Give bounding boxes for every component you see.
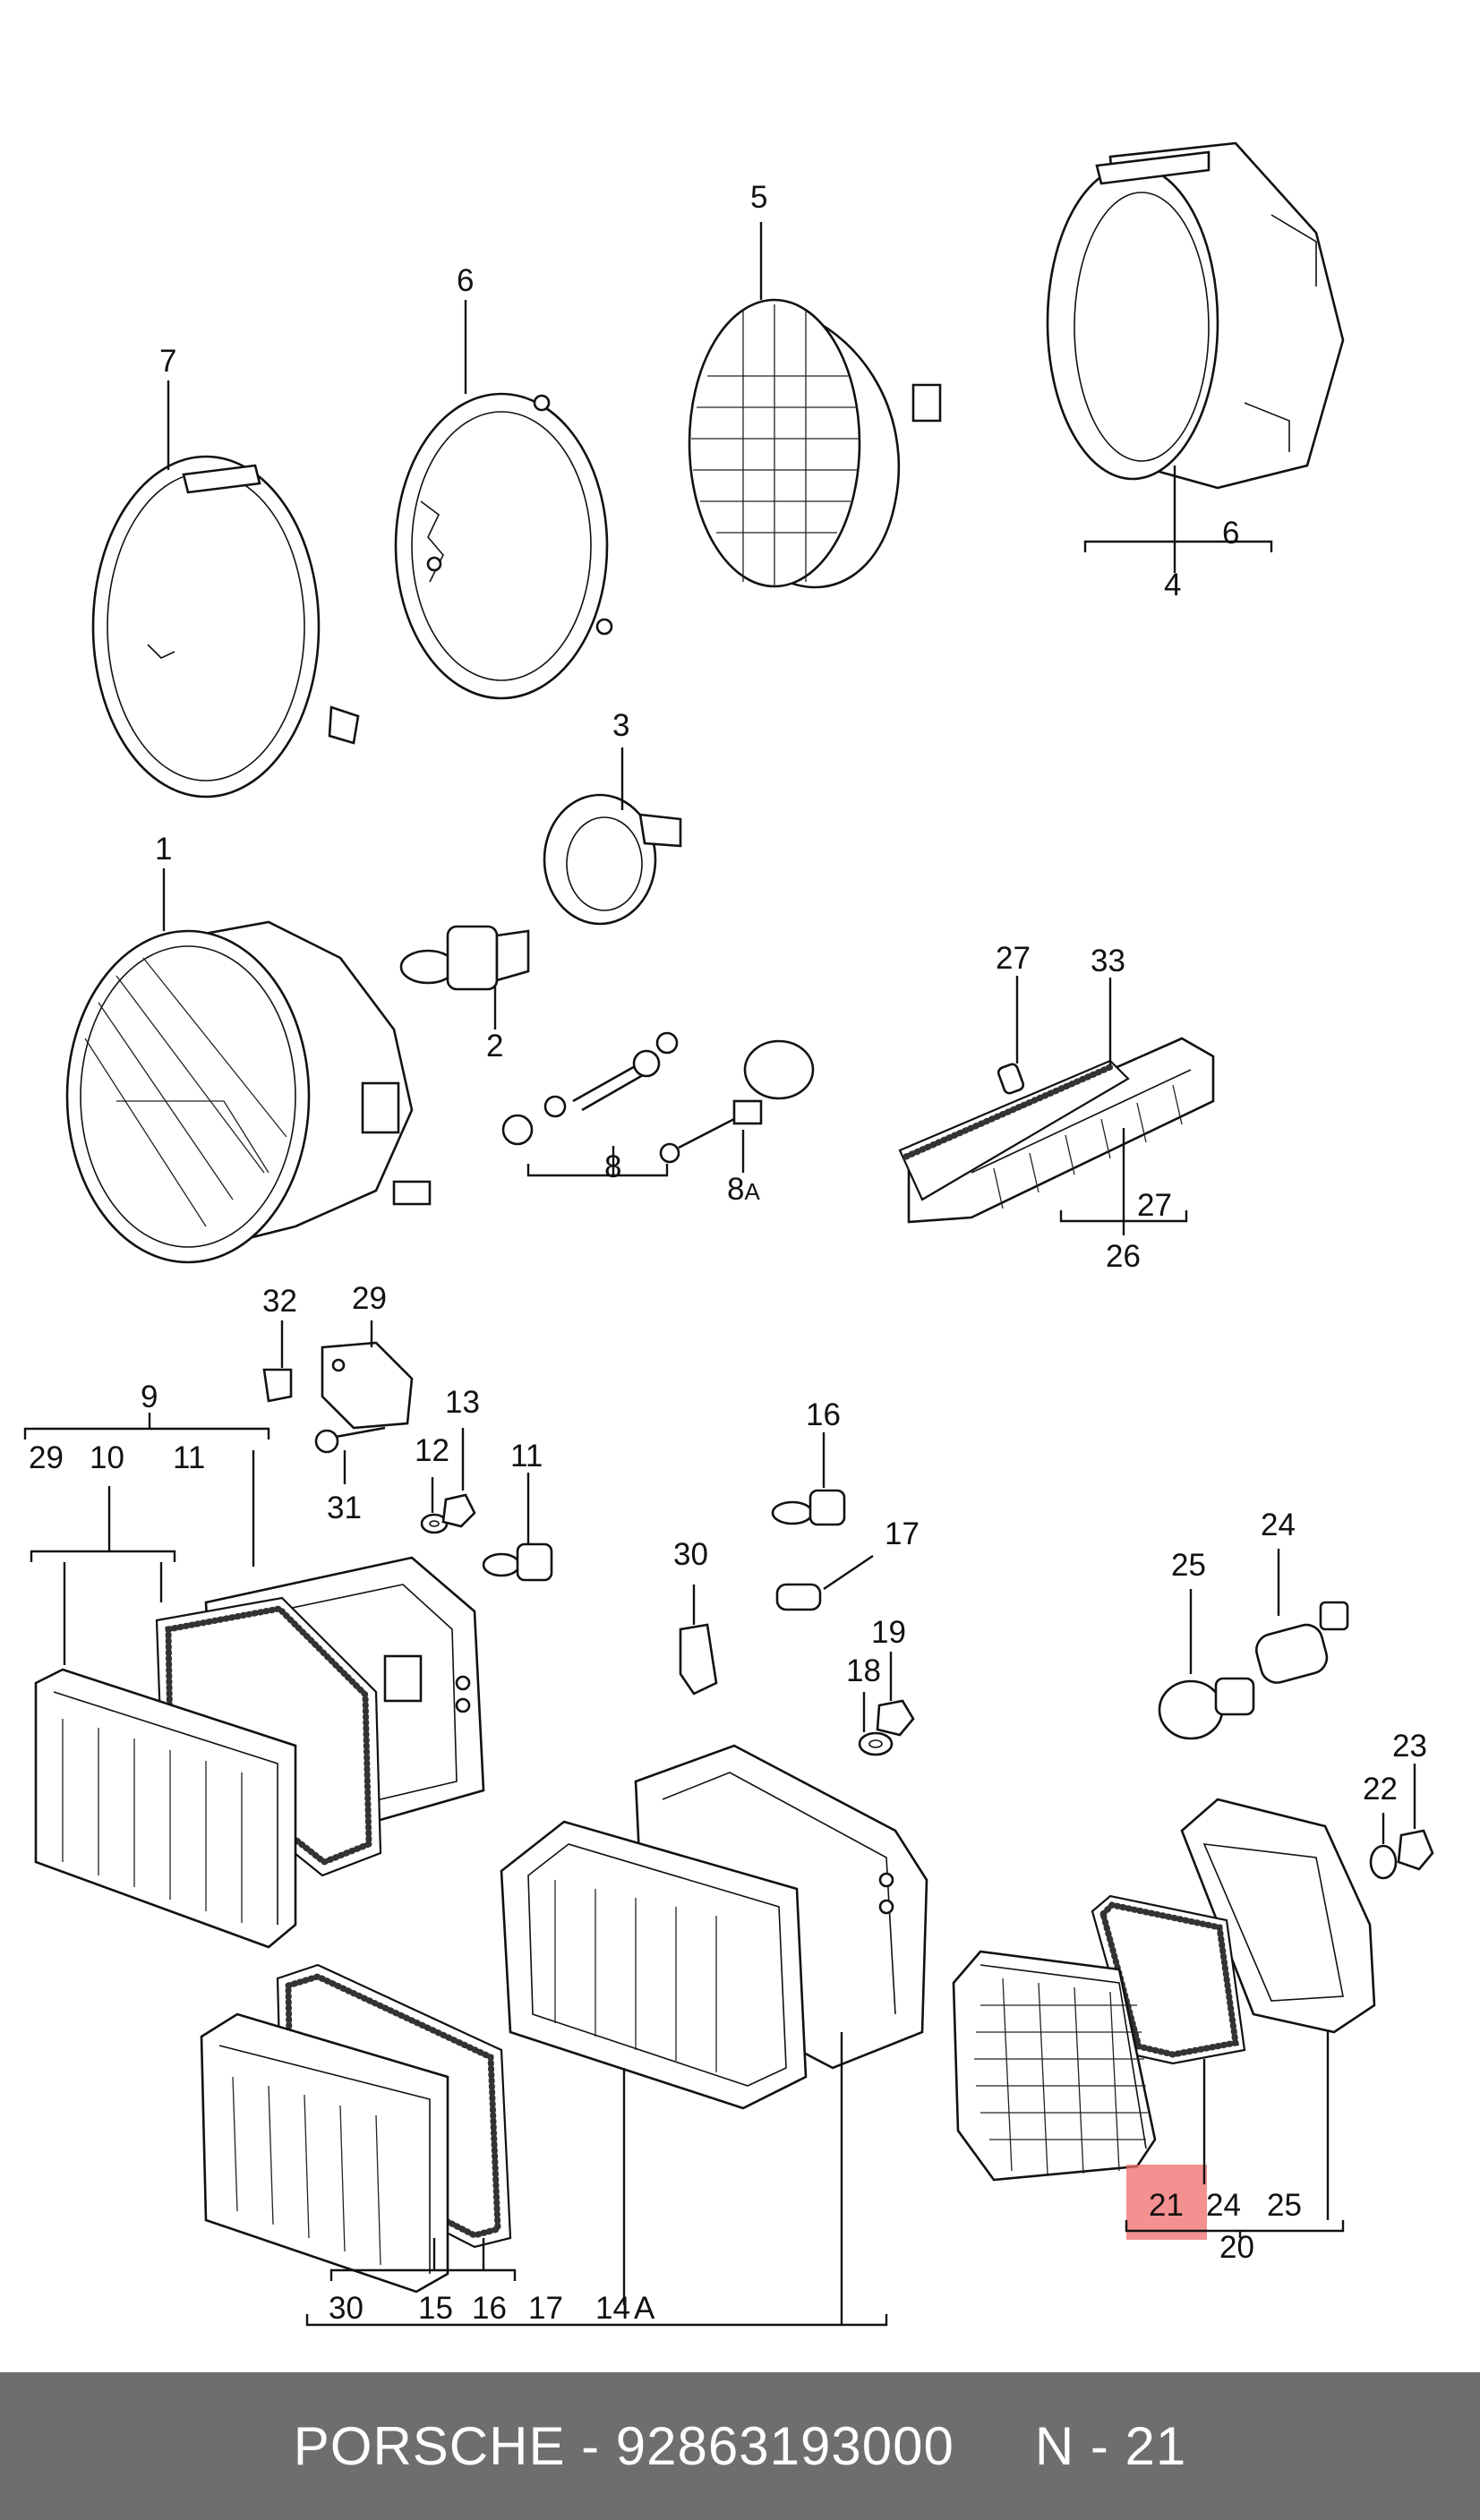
callout-30: 30 [329,2291,364,2326]
callout-19: 19 [871,1615,906,1650]
callout-29: 29 [352,1281,387,1316]
callout-26: 26 [1106,1239,1141,1274]
bulb-part-24 [1255,1601,1349,1684]
fog-frame-part-17 [500,1820,808,2110]
callout-10: 10 [90,1440,124,1475]
signal-lens-part-21 [952,1950,1157,2182]
callout-16: 16 [472,2291,507,2326]
bulb-part-25 [1158,1677,1255,1740]
callout-6: 6 [457,263,474,298]
callout-13: 13 [445,1385,480,1420]
callout-30: 30 [673,1537,708,1572]
callout-5: 5 [750,180,767,215]
leader-lines [23,222,1416,2327]
sealed-beam-part-5 [688,298,942,589]
callout-6: 6 [1222,516,1239,551]
screw-part-31 [314,1426,386,1454]
rect-lens-part-9 [34,1668,297,1949]
bracket-part-30 [679,1623,718,1696]
callout-7: 7 [159,344,176,379]
callout-2: 2 [486,1029,503,1064]
side-marker-part-26 [898,1037,1215,1224]
callout-24: 24 [1261,1508,1296,1542]
bracket-part-29 [321,1341,414,1430]
callout-23: 23 [1392,1729,1427,1764]
bulb-part-17 [775,1583,822,1611]
footer-part-number: 92863193000 [615,2416,954,2476]
callout-4: 4 [1164,568,1181,602]
callout-15: 15 [418,2291,453,2326]
callout-18: 18 [846,1653,881,1688]
callout-3: 3 [612,708,629,743]
footer-separator: - [581,2416,601,2476]
callout-8: 8 [604,1149,621,1184]
callout-25: 25 [1171,1548,1206,1583]
washer-part-22 [1369,1844,1398,1880]
callout-17: 17 [528,2291,563,2326]
bulb-holder-part-3 [543,793,682,926]
callout-22: 22 [1363,1772,1398,1807]
callout-9: 9 [141,1380,158,1414]
headlight-housing-part-4 [1046,141,1345,490]
callout-11: 11 [510,1439,543,1474]
adjuster-screw-part-8a [659,1039,815,1164]
headlight-unit-part-1 [65,920,432,1264]
callout-12: 12 [415,1433,449,1468]
callout-8a: 8A [727,1172,760,1207]
part-number-footer: PORSCHE - 92863193000 N - 21 [0,2372,1480,2520]
callout-11: 11 [173,1440,205,1475]
callout-17: 17 [885,1516,920,1551]
callout-29: 29 [29,1440,64,1475]
footer-position-label: N - 21 [1034,2416,1187,2476]
callout-33: 33 [1091,944,1125,978]
bulb-part-27 [997,1063,1025,1095]
bulb-part-16 [771,1489,846,1526]
footer-brand: PORSCHE [293,2416,566,2476]
bulb-part-11 [482,1542,553,1582]
callout-1: 1 [155,832,172,867]
washer-part-18 [858,1731,894,1756]
callout-labels: 7 6 5 6 4 3 1 2 8 8A 27 33 27 26 32 29 9… [29,180,1427,2326]
clip-part-32 [262,1368,293,1403]
highlight-part-21-box [1126,2165,1207,2240]
exploded-parts-diagram: 7 6 5 6 4 3 1 2 8 8A 27 33 27 26 32 29 9… [23,141,1434,2327]
callout-20: 20 [1219,2230,1254,2265]
mounting-ring-part-6 [394,392,613,700]
nut-part-13 [441,1493,476,1528]
callout-32: 32 [262,1284,297,1319]
nut-part-23 [1397,1829,1434,1871]
callout-25: 25 [1267,2188,1302,2223]
bulb-part-2 [399,925,530,991]
callout-16: 16 [806,1397,841,1432]
callout-24: 24 [1206,2188,1241,2223]
fog-lens-part-15 [200,2012,449,2294]
signal-housing-part-25 [1180,1798,1376,2034]
callout-21-highlighted: 21 [1149,2188,1184,2223]
adjuster-screw-part-8 [501,1031,679,1146]
trim-ring-part-7 [91,455,360,799]
callout-27: 27 [1137,1188,1172,1223]
callout-27: 27 [996,941,1031,976]
nut-part-19 [876,1699,915,1737]
callout-31: 31 [327,1491,362,1525]
